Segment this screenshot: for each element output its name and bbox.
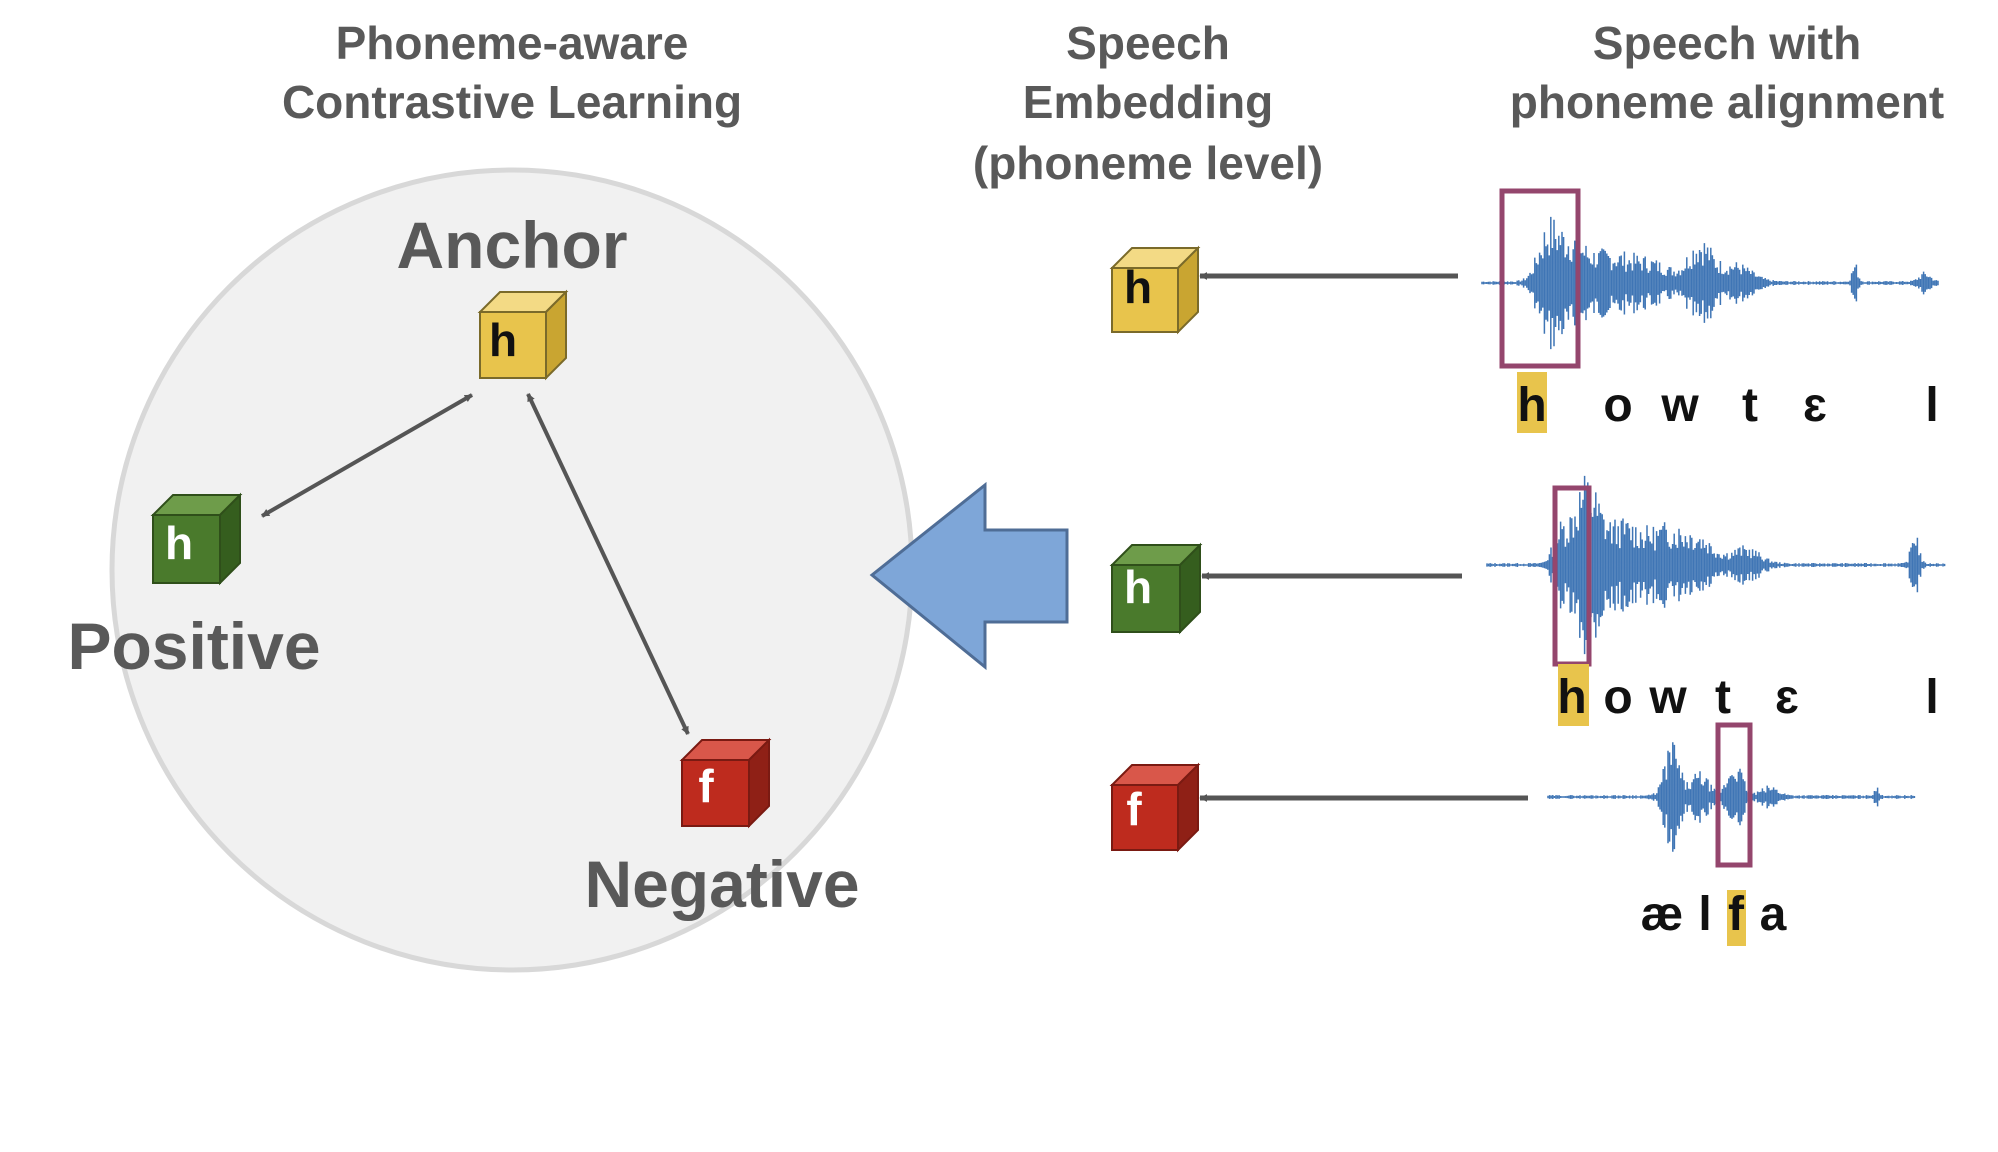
alignment-box-3 xyxy=(1715,722,1753,868)
phoneme: w xyxy=(1660,379,1699,432)
phoneme: ɛ xyxy=(1803,379,1827,432)
phoneme: l xyxy=(1925,379,1938,432)
negative-cube: f xyxy=(679,737,772,829)
positive-cube-letter: h xyxy=(165,517,193,569)
embedding-cube-positive-letter: h xyxy=(1124,561,1152,613)
phoneme: h xyxy=(1517,379,1546,432)
phoneme-row-2: h o w t ɛ l xyxy=(1557,671,1938,724)
right-heading-line1: Speech with xyxy=(1593,17,1861,69)
mid-heading-line3: (phoneme level) xyxy=(973,137,1323,189)
positive-label: Positive xyxy=(67,609,320,683)
negative-cube-letter: f xyxy=(698,760,714,812)
phoneme-highlight-1 xyxy=(1517,372,1547,433)
phoneme-row-3: æ l f a xyxy=(1641,888,1787,941)
embedding-cube-negative-letter: f xyxy=(1126,783,1142,835)
alignment-box-1 xyxy=(1499,188,1581,369)
mid-heading-line1: Speech xyxy=(1066,17,1230,69)
phoneme-row-1: h o w t ɛ l xyxy=(1517,379,1938,432)
phoneme: f xyxy=(1728,888,1745,941)
phoneme: l xyxy=(1925,671,1938,724)
phoneme: a xyxy=(1760,888,1787,941)
embedding-cube-negative: f xyxy=(1109,762,1201,853)
anchor-cube: h xyxy=(477,289,569,381)
phoneme: t xyxy=(1742,379,1758,432)
waveform-1 xyxy=(1481,216,1939,350)
phoneme-highlight-3 xyxy=(1727,890,1746,946)
waveform-3 xyxy=(1547,742,1916,852)
left-heading-line1: Phoneme-aware xyxy=(336,17,689,69)
mid-heading-line2: Embedding xyxy=(1023,76,1273,128)
big-left-arrow xyxy=(869,481,1069,671)
phoneme: o xyxy=(1603,379,1632,432)
phoneme: o xyxy=(1603,671,1632,724)
negative-label: Negative xyxy=(584,847,859,921)
phoneme: t xyxy=(1715,671,1731,724)
right-heading-line2: phoneme alignment xyxy=(1510,76,1944,128)
positive-cube: h xyxy=(150,492,243,586)
embedding-cube-positive: h xyxy=(1109,542,1203,635)
phoneme: l xyxy=(1698,888,1711,941)
phoneme: w xyxy=(1648,671,1687,724)
phoneme-highlight-2 xyxy=(1558,664,1589,726)
phoneme: ɛ xyxy=(1775,671,1799,724)
left-heading-line2: Contrastive Learning xyxy=(282,76,742,128)
anchor-positive-arrow xyxy=(261,393,473,518)
anchor-cube-letter: h xyxy=(489,314,517,366)
embedding-cube-anchor: h xyxy=(1109,245,1201,335)
phoneme: æ xyxy=(1641,888,1684,941)
phoneme: h xyxy=(1557,671,1586,724)
embedding-cube-anchor-letter: h xyxy=(1124,261,1152,313)
anchor-negative-arrow xyxy=(526,393,690,735)
anchor-label: Anchor xyxy=(397,208,628,282)
